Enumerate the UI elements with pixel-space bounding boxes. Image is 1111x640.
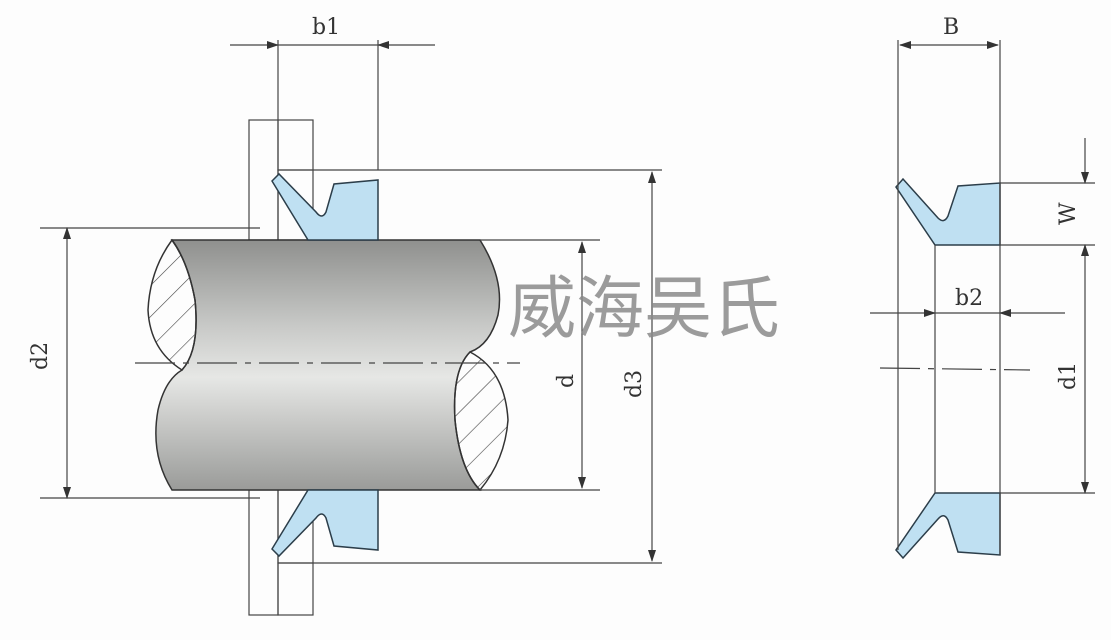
label-d1: d1 (1056, 362, 1081, 390)
shaft (147, 238, 509, 492)
label-B: B (943, 15, 959, 40)
seal-bottom (271, 489, 379, 558)
label-b1: b1 (312, 15, 340, 40)
label-d: d (554, 374, 579, 388)
watermark: 威海吴氏 (508, 270, 780, 349)
seal-top (271, 172, 379, 241)
seal-profile (895, 40, 1001, 560)
label-d2: d2 (28, 342, 53, 370)
label-d3: d3 (622, 370, 647, 398)
label-b2: b2 (955, 286, 983, 311)
dimension-lines (40, 40, 1095, 564)
label-W: W (1056, 202, 1081, 225)
